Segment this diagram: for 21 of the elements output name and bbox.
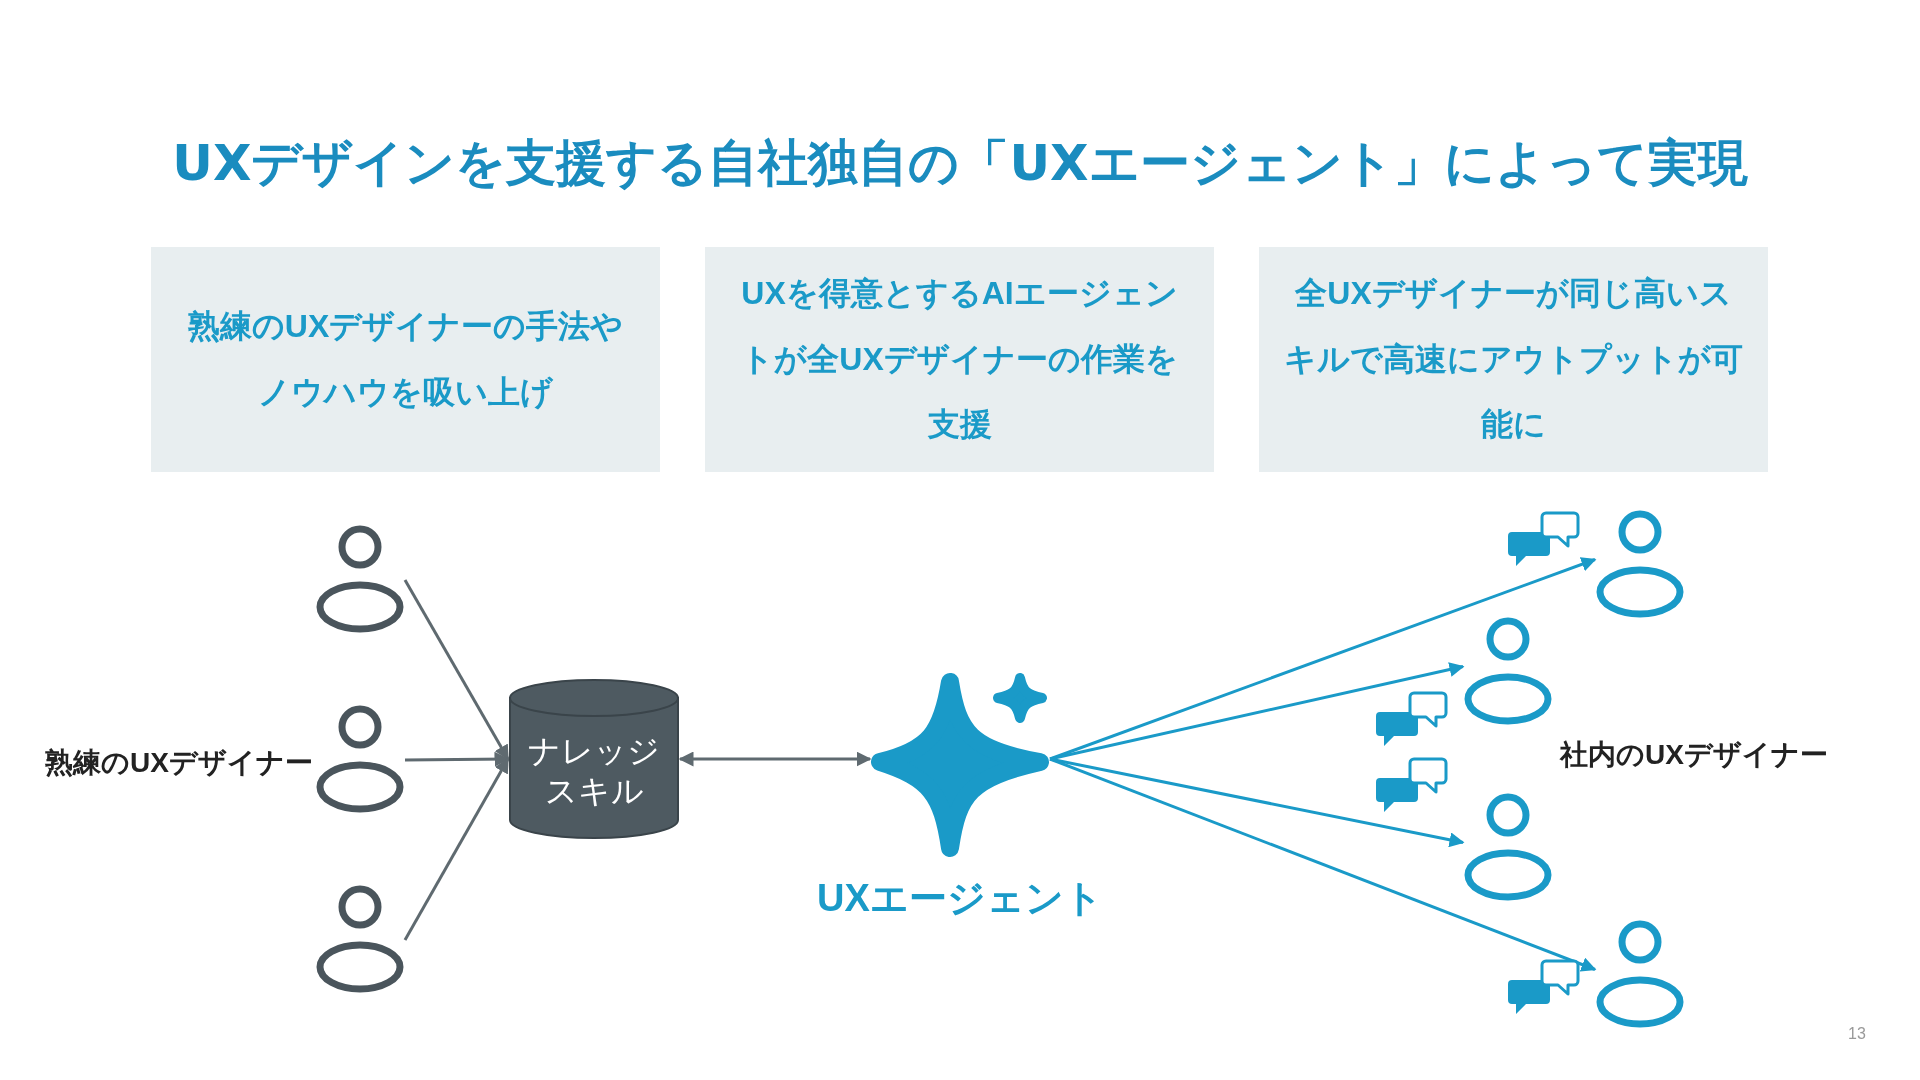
group-label: 社内のUXデザイナー: [1560, 738, 1828, 772]
person-icon: [315, 885, 405, 995]
person-icon: [315, 705, 405, 815]
group-label: 熟練のUXデザイナー: [45, 746, 313, 780]
page-number: 13: [1848, 1024, 1866, 1044]
arrow: [678, 751, 872, 767]
arrow: [403, 579, 510, 761]
agent-caption: UXエージェント: [817, 876, 1103, 921]
info-panel: UXを得意とするAIエージェントが全UXデザイナーの作業を支援: [705, 247, 1214, 472]
arrow: [403, 757, 510, 941]
arrow: [1049, 662, 1465, 761]
person-icon: [1595, 920, 1685, 1030]
person-icon: [1463, 617, 1553, 727]
title: UXデザインを支援する自社独自の「UXエージェント」によって実現: [171, 133, 1749, 194]
person-icon: [1595, 510, 1685, 620]
info-panel: 全UXデザイナーが同じ高いスキルで高速にアウトプットが可能に: [1259, 247, 1768, 472]
person-icon: [1463, 793, 1553, 903]
person-icon: [315, 525, 405, 635]
sparkle-icon: [870, 670, 1050, 860]
info-panel: 熟練のUXデザイナーの手法やノウハウを吸い上げ: [151, 247, 660, 472]
arrow: [1049, 757, 1597, 972]
